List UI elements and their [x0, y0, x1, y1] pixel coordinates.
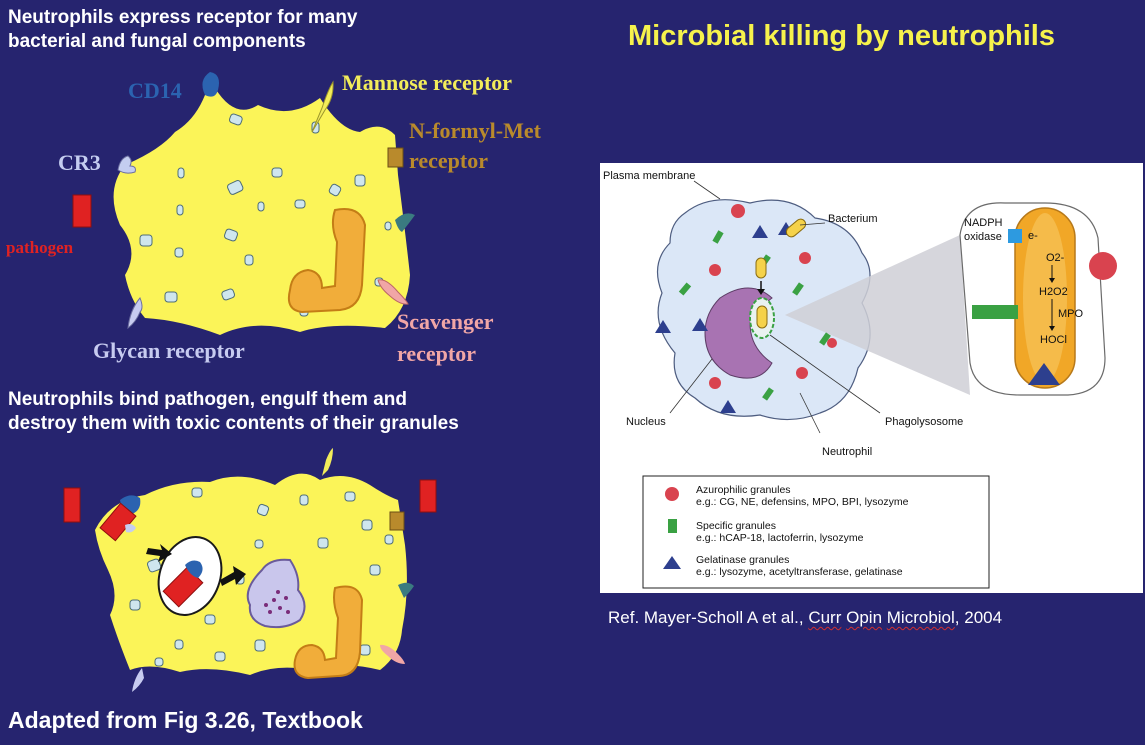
plasma-membrane-label: Plasma membrane: [603, 170, 695, 182]
nadph-oxidase: [1008, 229, 1022, 243]
legend-azurophilic-icon: [665, 487, 679, 501]
label-cr3: CR3: [58, 150, 101, 175]
mannose-receptor: [311, 80, 334, 133]
neutrophil-cell-bottom: [95, 473, 407, 675]
phagolysosome-granules: [264, 590, 290, 614]
phagolysosome-label: Phagolysosome: [885, 416, 963, 428]
oxidase-label: oxidase: [964, 231, 1002, 243]
azurophilic-granules: [709, 204, 837, 389]
legend-specific-icon: [668, 519, 677, 533]
phagocytosis-diagram: [63, 448, 437, 692]
hocl-label: HOCl: [1040, 334, 1067, 346]
glycan-receptor: [127, 297, 143, 330]
cr3-receptor: [117, 155, 136, 174]
mpo-label: MPO: [1058, 308, 1084, 320]
heading-phagocytosis: Neutrophils bind pathogen, engulf them a…: [8, 389, 459, 434]
nucleus-label: Nucleus: [626, 416, 666, 428]
nucleus-shape-top: [287, 208, 367, 314]
pathogen-right: [419, 479, 437, 513]
zoom-bacterium: [1023, 213, 1067, 383]
arrow-fuse: [220, 566, 246, 586]
granules-top: [139, 113, 392, 317]
zoom-azurophilic: [1089, 252, 1117, 280]
granule-figure: e- O2- H2O2 MPO HOCl Plasma membrane Bac…: [600, 163, 1143, 593]
heading-receptors: Neutrophils express receptor for many ba…: [8, 7, 358, 52]
label-nformyl-receptor: N-formyl-Met receptor: [409, 118, 541, 173]
peroxide-label: H2O2: [1039, 286, 1068, 298]
legend-gelatinase-icon: [663, 556, 681, 569]
label-cd14: CD14: [128, 78, 182, 103]
footer-caption: Adapted from Fig 3.26, Textbook: [8, 707, 363, 733]
legend-gelatinase-detail: e.g.: lysozyme, acetyltransferase, gelat…: [696, 566, 903, 578]
bacterium-label: Bacterium: [828, 213, 878, 225]
nucleus-shape-bottom: [293, 585, 364, 680]
phagolysosome-shape: [246, 558, 306, 629]
scavenger-receptor: [377, 279, 409, 305]
neutrophil-receptor-diagram: [72, 72, 415, 335]
figure-bacterium: [785, 218, 807, 238]
label-mannose-receptor: Mannose receptor: [342, 70, 513, 95]
neutrophil-cell-top: [113, 88, 411, 335]
legend-specific-detail: e.g.: hCAP-18, lactoferrin, lysozyme: [696, 532, 864, 544]
legend-azurophilic-detail: e.g.: CG, NE, defensins, MPO, BPI, lysoz…: [696, 496, 909, 508]
zoom-specific: [972, 305, 1018, 319]
superoxide-label: O2-: [1046, 252, 1065, 264]
nadph-label: NADPH: [964, 217, 1003, 229]
legend-azurophilic-title: Azurophilic granules: [696, 484, 791, 496]
reference-line: Ref. Mayer-Scholl A et al., Curr Opin Mi…: [608, 608, 1003, 627]
legend-box: [642, 475, 990, 589]
pathogen-top: [72, 194, 92, 228]
neutrophil-label: Neutrophil: [822, 446, 872, 458]
arrow-engulf: [146, 544, 172, 562]
label-glycan-receptor: Glycan receptor: [93, 338, 245, 363]
teal-receptor: [395, 213, 415, 232]
zoom-gelatinase: [1028, 363, 1060, 385]
label-pathogen: pathogen: [6, 238, 74, 257]
slide-title: Microbial killing by neutrophils: [628, 20, 1055, 52]
gelatinase-granules: [655, 222, 794, 413]
pathogen-bottom-left: [63, 487, 81, 523]
zoom-cone: [785, 235, 970, 395]
legend-gelatinase-title: Gelatinase granules: [696, 554, 789, 566]
electron-label: e-: [1028, 230, 1038, 242]
cd14-receptor: [202, 72, 219, 97]
legend-specific-title: Specific granules: [696, 520, 776, 532]
nformyl-receptor: [387, 147, 404, 168]
label-scavenger-receptor: Scavenger receptor: [397, 309, 494, 366]
